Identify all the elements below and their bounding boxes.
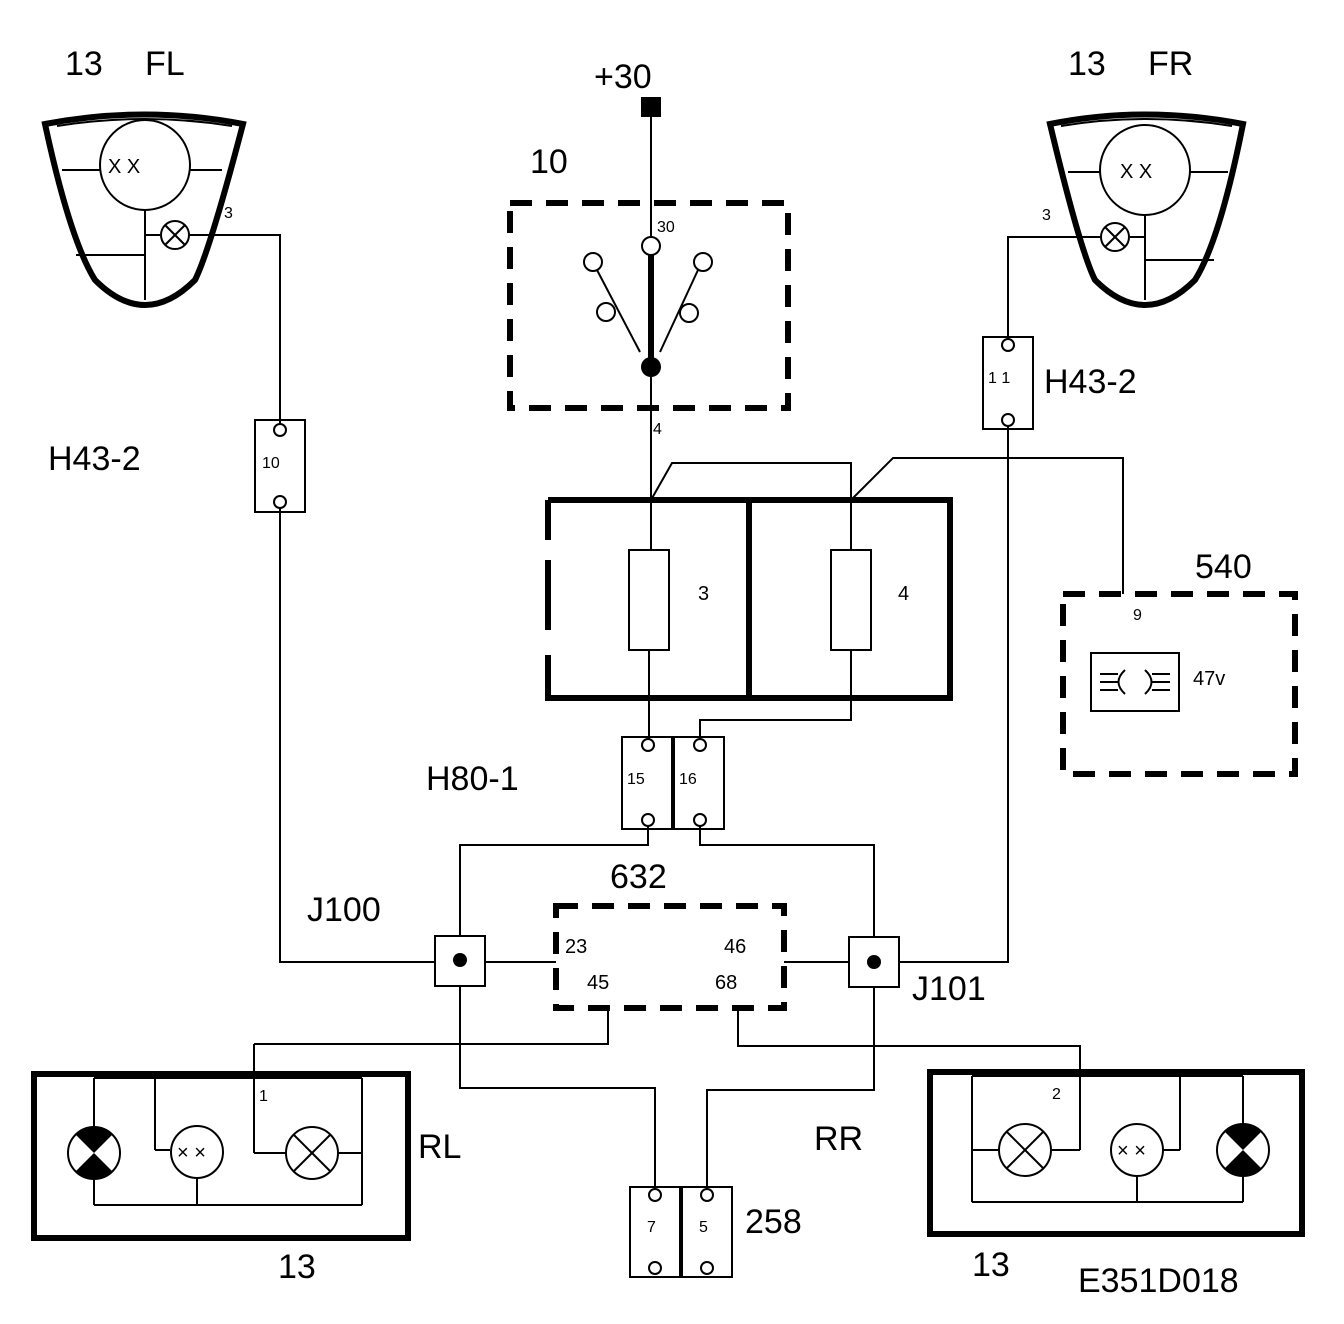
connector-left-label: H43-2 [48,440,141,478]
rr-label: RR [814,1120,863,1158]
fl-number-label: 13 [65,45,103,83]
connector-right [982,336,1034,430]
h80-pin-a-label: 15 [627,771,645,788]
front-left-lamp: X X [41,111,247,308]
j101-label: J101 [912,970,986,1008]
fr-number-label: 13 [1068,45,1106,83]
c258-label: 258 [745,1203,802,1241]
connector-left-pin-label: 10 [262,455,280,472]
figure-code-label: E351D018 [1078,1262,1239,1300]
rl-pin-label: 1 [259,1088,268,1105]
h80-pin-b-label: 16 [679,771,697,788]
h80-label: H80-1 [426,760,519,798]
module-632-label: 632 [610,858,667,896]
pin-23-label: 23 [565,936,587,958]
rl-label: RL [418,1128,461,1166]
module-540-value-label: 47v [1193,668,1225,690]
j100-label: J100 [307,891,381,929]
c258-pin-a-label: 7 [647,1219,656,1236]
connector-right-pin-label: 1 1 [988,370,1010,387]
rear-right-lamp [927,1048,1305,1237]
headlight-indicator-icon [1090,652,1180,712]
h80-connector [621,736,725,830]
rl-lamp-xx-label: × × [177,1142,206,1164]
wires [189,234,1124,1189]
rr-pin-label: 2 [1052,1086,1061,1103]
pin-68-label: 68 [715,972,737,994]
rear-left-lamp [31,1044,411,1241]
power-label: +30 [594,58,652,96]
j100-junction [434,935,486,987]
switch-box [507,200,791,411]
rr-lamp-xx-label: × × [1117,1140,1146,1162]
pin-45-label: 45 [587,972,609,994]
switch-number-label: 10 [530,143,568,181]
module-632-box [553,903,787,1011]
fl-side-label: FL [145,45,185,83]
module-540-pin-label: 9 [1133,607,1142,624]
front-right-lamp: X X [1046,111,1247,308]
switch-pin-in-label: 30 [657,219,675,236]
fuse-b-label: 4 [898,583,909,605]
fuse-a-label: 3 [698,583,709,605]
fuse-box [545,497,953,701]
c258-connector [629,1186,733,1278]
switch-pin-out-label: 4 [653,421,662,438]
fl-lamp-xx-label: X X [108,156,140,178]
fr-side-label: FR [1148,45,1193,83]
module-540-box [1060,591,1298,777]
c258-pin-b-label: 5 [699,1219,708,1236]
j101-junction [848,936,900,988]
connector-right-label: H43-2 [1044,363,1137,401]
rl-number-label: 13 [278,1248,316,1286]
power-terminal [641,97,661,117]
module-540-label: 540 [1195,548,1252,586]
fr-pin-label: 3 [1042,207,1051,224]
rr-number-label: 13 [972,1246,1010,1284]
fr-lamp-xx-label: X X [1120,161,1152,183]
switch-contacts [583,236,713,377]
pin-46-label: 46 [724,936,746,958]
fl-pin-label: 3 [224,205,233,222]
